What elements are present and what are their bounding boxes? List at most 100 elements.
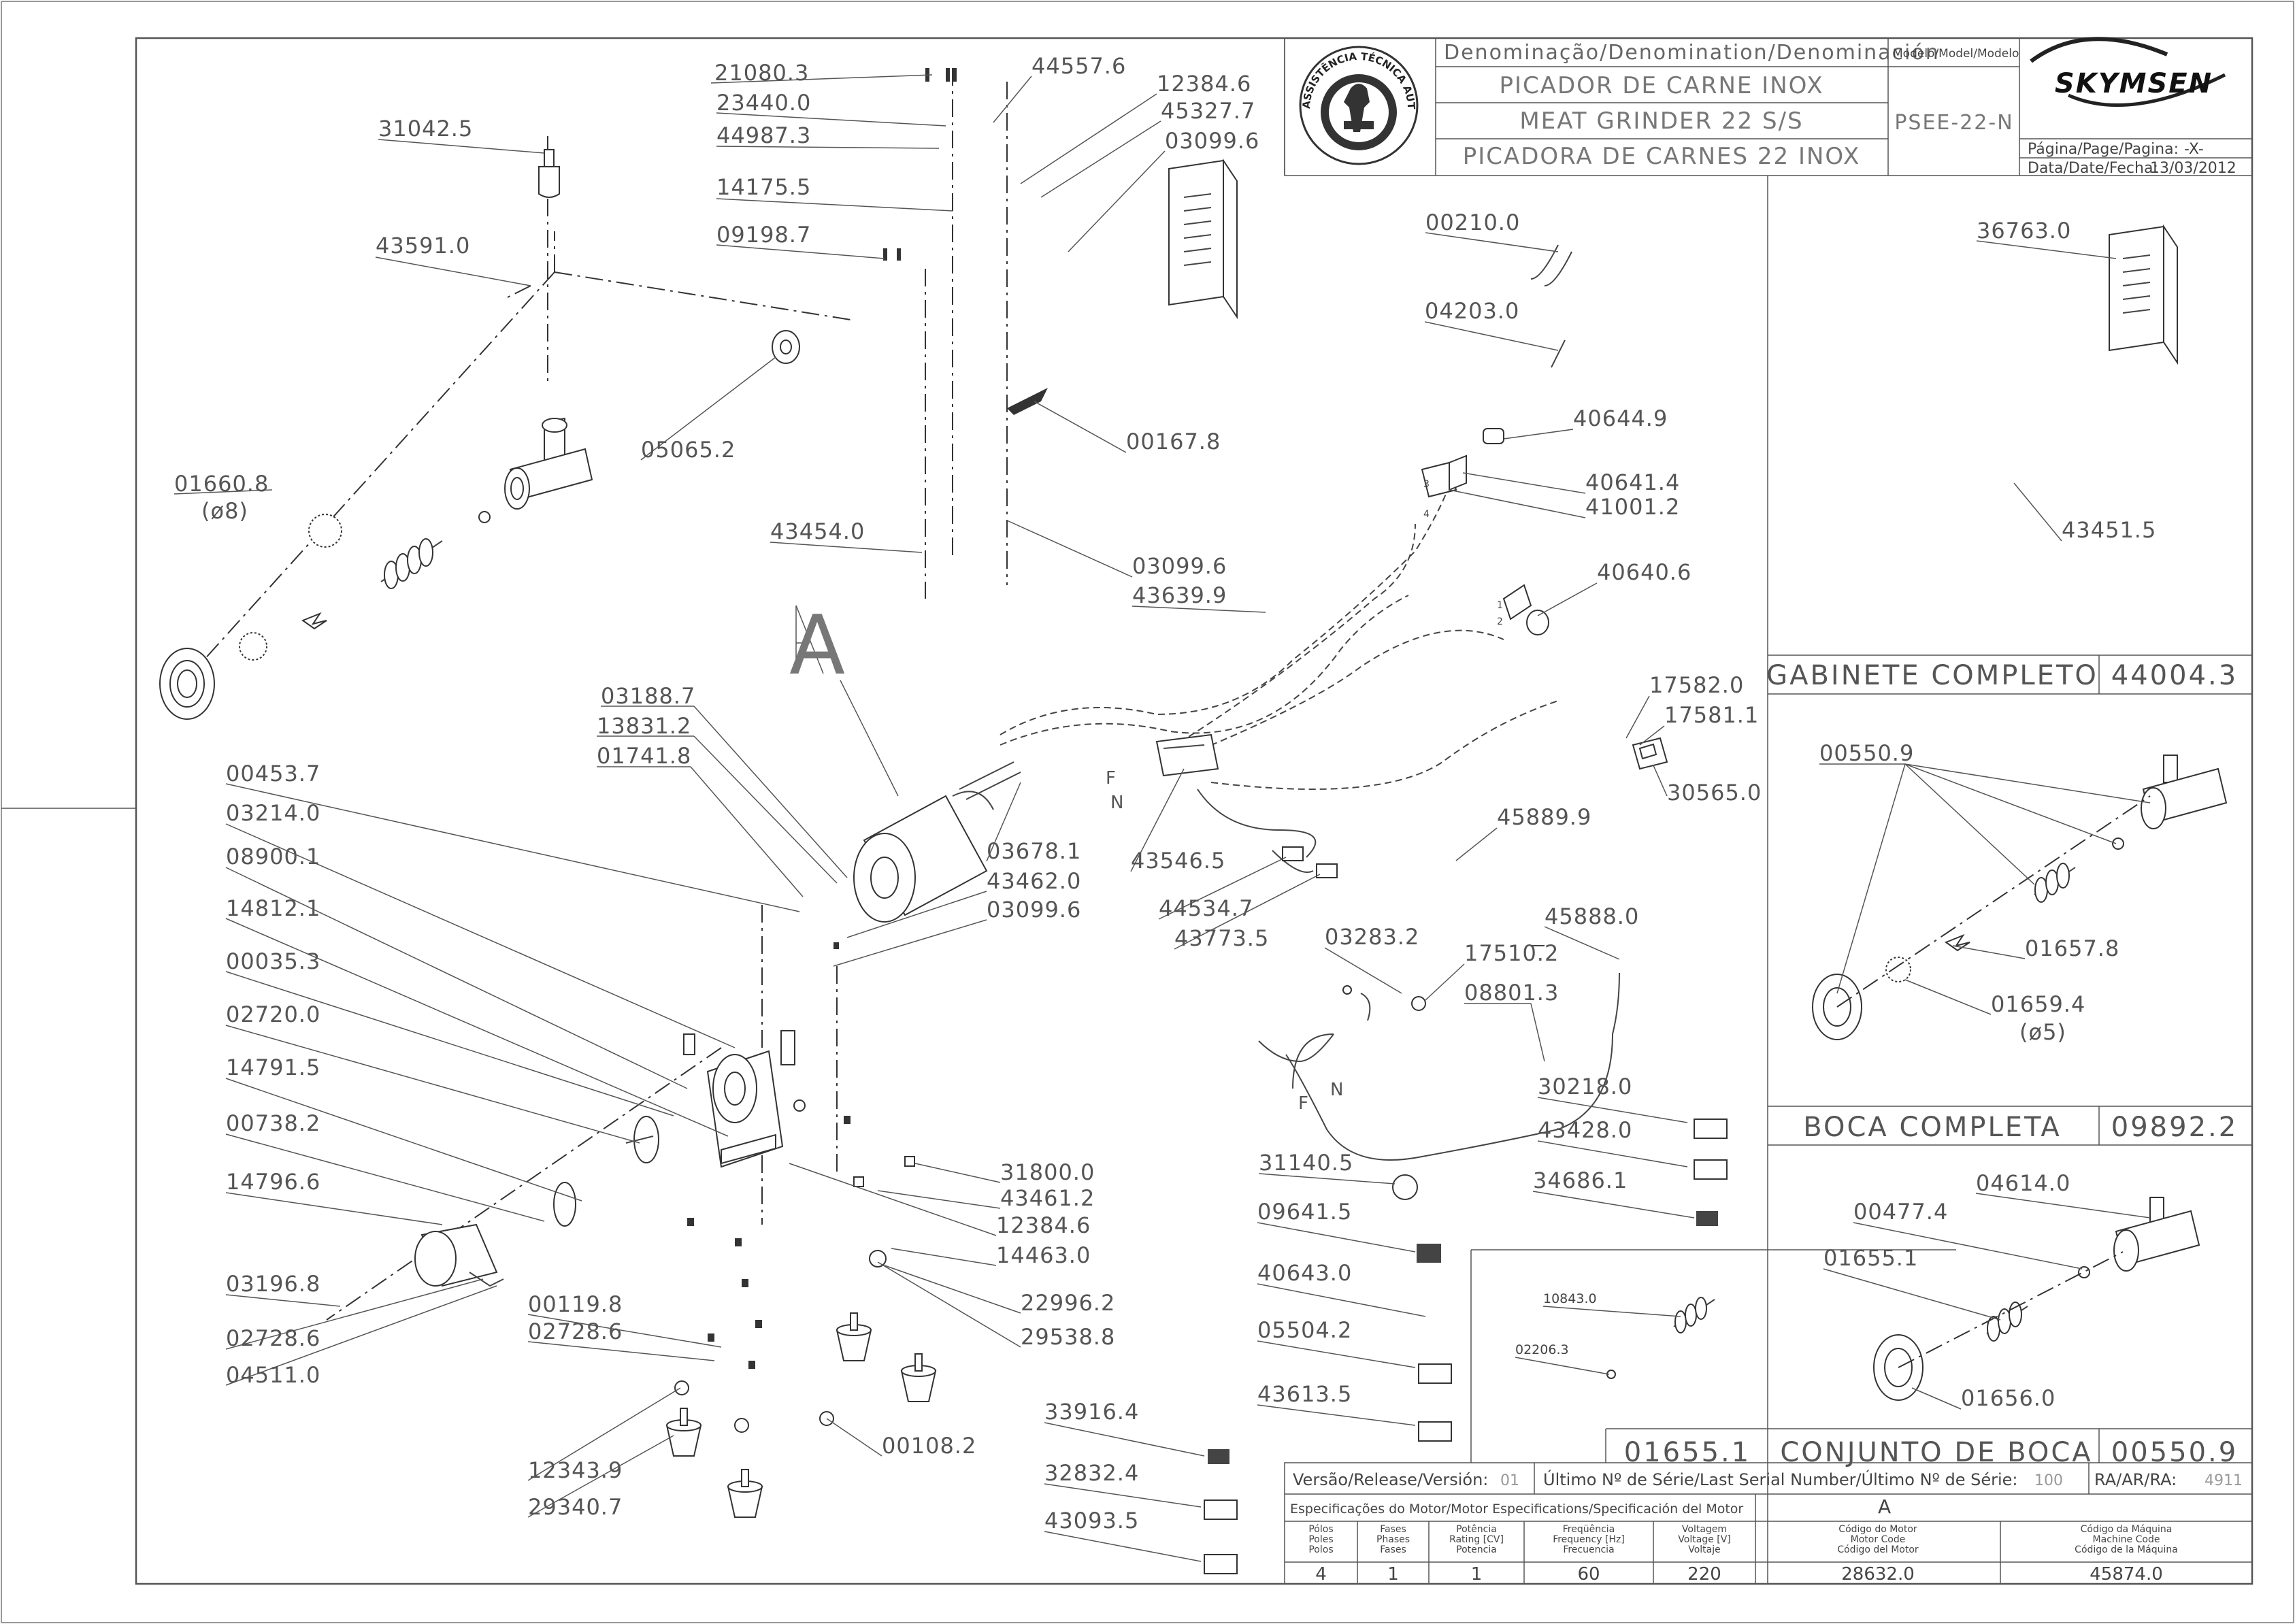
terminal-2: 2 <box>1497 616 1503 627</box>
part-label-43613: 43613.5 <box>1257 1381 1352 1407</box>
part-label-00210: 00210.0 <box>1425 210 1520 235</box>
motor-col-label-3: Frecuencia <box>1563 1544 1614 1555</box>
pilot-lamp <box>1421 428 1504 498</box>
part-label-43454: 43454.0 <box>770 518 865 544</box>
ra-value: 4911 <box>2205 1472 2243 1489</box>
part-label-23440: 23440.0 <box>716 90 811 116</box>
title-heading: Denominação/Denomination/Denominación <box>1444 41 1940 65</box>
version-label: Versão/Release/Versión: <box>1293 1470 1488 1489</box>
motor-col-value: 220 <box>1687 1564 1721 1585</box>
part-label-03283: 03283.2 <box>1325 924 1419 950</box>
rubber-foot-4 <box>727 1469 763 1518</box>
part-label-43546: 43546.5 <box>1131 848 1225 874</box>
motor-col-value: 1 <box>1387 1564 1399 1585</box>
version-value: 01 <box>1500 1472 1519 1489</box>
part-label-34686: 34686.1 <box>1533 1167 1628 1193</box>
label-43093 <box>1204 1554 1238 1574</box>
rubber-foot-2 <box>900 1353 937 1402</box>
label-43613 <box>1418 1421 1452 1442</box>
part-label-12384-b: 12384.6 <box>996 1212 1091 1238</box>
part-label-00108: 00108.2 <box>882 1433 976 1459</box>
part-label-00738: 00738.2 <box>226 1110 320 1136</box>
part-label-22996: 22996.2 <box>1021 1290 1115 1316</box>
motor-col-label-1: Código do Motor <box>1838 1524 1917 1535</box>
wiring-harness <box>1000 462 1559 873</box>
part-label-45888: 45888.0 <box>1545 904 1639 929</box>
assembly-mouth-name: BOCA COMPLETA <box>1803 1112 2062 1143</box>
part-label-43461: 43461.2 <box>1000 1185 1095 1211</box>
part-label-03099-b: 03099.6 <box>1132 553 1227 579</box>
part-label-03678: 03678.1 <box>987 838 1081 864</box>
warning-decal <box>1417 1244 1441 1263</box>
part-label-29538: 29538.8 <box>1021 1324 1115 1350</box>
title-block: ASSISTÊNCIA TÉCNICA AUTORIZADA Denominaç… <box>0 0 2253 177</box>
part-label-43639: 43639.9 <box>1132 582 1227 608</box>
part-label-43462: 43462.0 <box>987 868 1081 894</box>
part-label-03099-c: 03099.6 <box>987 897 1081 923</box>
wire-label-n: N <box>1110 793 1124 813</box>
label-32832 <box>1204 1499 1238 1520</box>
serial-value: 100 <box>2034 1472 2063 1489</box>
part-number-labels: 21080.3 23440.0 44987.3 14175.5 09198.7 … <box>174 53 2156 1562</box>
name-pt: PICADOR DE CARNE INOX <box>1499 72 1823 99</box>
motor-col-label-2: Voltage [V] <box>1678 1534 1730 1545</box>
page-value: -X- <box>2184 141 2204 158</box>
drawing-frame <box>135 37 2253 1585</box>
part-label-01660: 01660.8 <box>174 471 269 497</box>
part-label-13831: 13831.2 <box>597 713 691 739</box>
part-label-12343: 12343.9 <box>528 1457 623 1483</box>
electric-motor <box>853 761 1021 923</box>
part-label-03196: 03196.8 <box>226 1271 320 1297</box>
release-and-motor-table: Versão/Release/Versión: 01 Último Nº de … <box>1284 1462 2253 1585</box>
motor-col-label-3: Voltaje <box>1688 1544 1721 1555</box>
part-label-14175: 14175.5 <box>716 174 811 200</box>
motor-col-label-1: Pólos <box>1308 1524 1333 1535</box>
motor-spec-heading: Especificações do Motor/Motor Especifica… <box>1290 1502 1743 1517</box>
name-en: MEAT GRINDER 22 S/S <box>1519 107 1803 135</box>
motor-col-label-3: Polos <box>1308 1544 1333 1555</box>
assembly-mouth-code: 09892.2 <box>2111 1112 2238 1143</box>
part-label-40643: 40643.0 <box>1257 1260 1352 1286</box>
part-label-01741: 01741.8 <box>597 743 691 769</box>
gear-small <box>553 1182 576 1227</box>
part-label-17510: 17510.2 <box>1464 940 1559 966</box>
part-label-40640: 40640.6 <box>1597 559 1691 585</box>
part-label-41001: 41001.2 <box>1585 494 1680 520</box>
motor-col-label-2: Frequency [Hz] <box>1553 1534 1625 1545</box>
part-label-44557: 44557.6 <box>1031 53 1126 79</box>
page-label: Página/Page/Pagina: <box>2028 141 2179 158</box>
part-label-08900: 08900.1 <box>226 844 320 869</box>
motor-col-label-3: Fases <box>1380 1544 1406 1555</box>
serial-label: Último Nº de Série/Last Serial Number/Úl… <box>1543 1469 2017 1489</box>
rocker-switch <box>1632 737 1668 770</box>
motor-col-label-3: Potencia <box>1456 1544 1497 1555</box>
feed-screw <box>380 538 443 589</box>
part-label-10843: 10843.0 <box>1543 1291 1597 1306</box>
label-43428 <box>1694 1159 1728 1180</box>
skymsen-logo: SKYMSEN <box>2030 37 2226 107</box>
part-label-36763: 36763.0 <box>1977 218 2071 244</box>
part-label-40641: 40641.4 <box>1585 469 1680 495</box>
part-label-44534: 44534.7 <box>1159 895 1253 921</box>
emblem-part <box>1007 388 1048 415</box>
motor-col-value: 28632.0 <box>1841 1564 1915 1585</box>
part-label-45327: 45327.7 <box>1161 98 1255 124</box>
part-label-09641: 09641.5 <box>1257 1199 1352 1225</box>
motor-col-label-2: Machine Code <box>2093 1534 2160 1545</box>
right-panels: GABINETE COMPLETO 44004.3 BOCA COMPLETA … <box>1470 176 2252 1584</box>
ra-label: RA/AR/RA: <box>2094 1470 2177 1489</box>
cabinet-vent-cover-2 <box>2109 224 2178 365</box>
rubber-foot-1 <box>836 1312 872 1361</box>
part-label-04203: 04203.0 <box>1425 298 1519 324</box>
part-label-02728-b: 02728.6 <box>528 1319 623 1344</box>
decal-34686 <box>1696 1211 1718 1226</box>
part-label-29340: 29340.7 <box>528 1494 623 1520</box>
part-label-14463: 14463.0 <box>996 1242 1091 1268</box>
motor-col-label-3: Código de la Máquina <box>2075 1544 2178 1555</box>
part-label-33916: 33916.4 <box>1044 1399 1139 1425</box>
part-label-09198: 09198.7 <box>716 222 811 248</box>
motor-col-label-1: Potência <box>1456 1524 1497 1535</box>
part-label-45889: 45889.9 <box>1497 804 1591 830</box>
